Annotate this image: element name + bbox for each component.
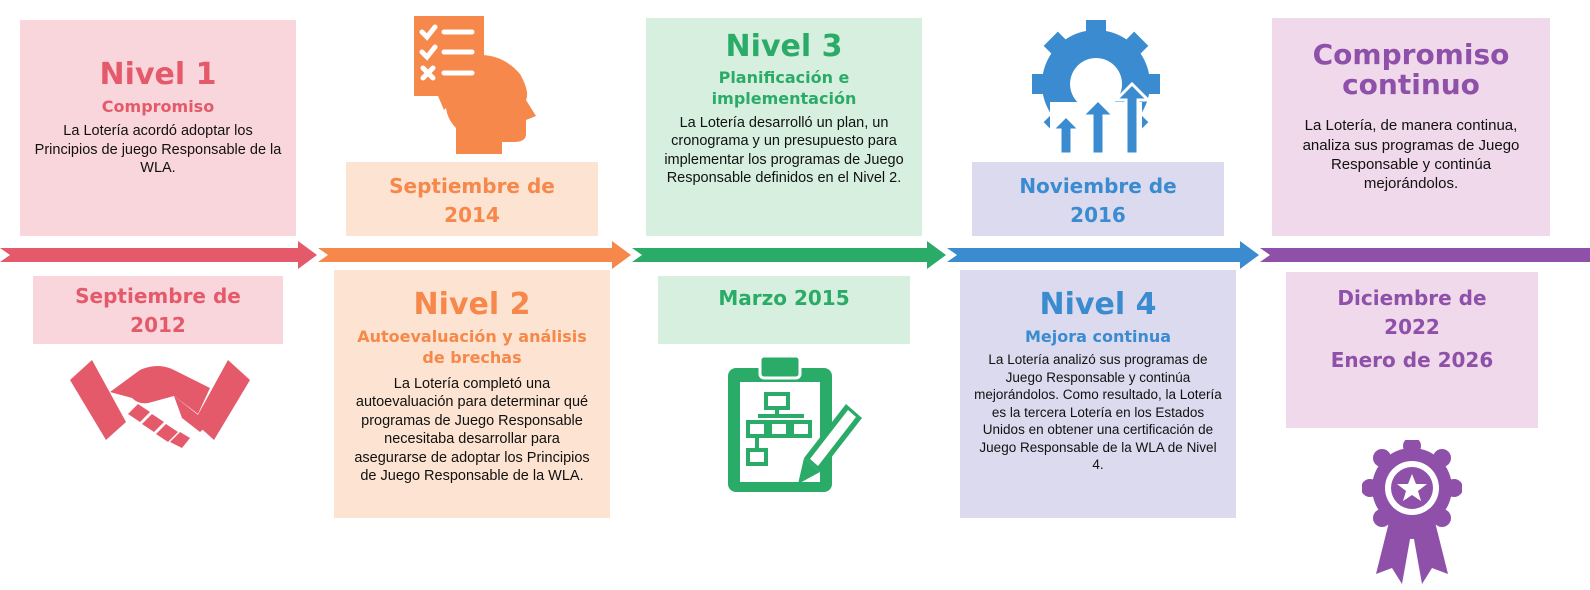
level4-title: Nivel 4 xyxy=(1039,287,1157,322)
level2-text: La Lotería completó una autoevaluación p… xyxy=(354,375,590,485)
level4-text: La Lotería analizó sus programas de Jueg… xyxy=(974,352,1222,473)
level4-date: Noviembre de 2016 xyxy=(972,162,1224,236)
level1-subtitle: Compromiso xyxy=(101,97,215,116)
timeline-arrow-purple xyxy=(1260,248,1590,262)
level5-text: La Lotería, de manera continua, analiza … xyxy=(1302,117,1520,193)
level5-dates: Diciembre de 2022 Enero de 2026 xyxy=(1286,272,1538,428)
level3-subtitle: Planificación e implementación xyxy=(711,68,857,108)
clipboard-plan-icon xyxy=(728,354,862,492)
gear-arrows-icon xyxy=(1032,20,1160,154)
level2-card: Nivel 2 Autoevaluación y análisis de bre… xyxy=(334,270,610,518)
level1-title: Nivel 1 xyxy=(99,57,217,92)
level3-card: Nivel 3 Planificación e implementación L… xyxy=(646,18,922,236)
level1-card: Nivel 1 Compromiso La Lotería acordó ado… xyxy=(20,20,296,236)
level5-date-1: Diciembre de 2022 xyxy=(1337,286,1487,339)
level3-date: Marzo 2015 xyxy=(658,276,910,344)
level3-title: Nivel 3 xyxy=(725,29,843,64)
head-checklist-icon xyxy=(414,16,536,154)
level4-card: Nivel 4 Mejora continua La Lotería anali… xyxy=(960,270,1236,518)
level5-title: Compromiso continuo xyxy=(1312,38,1510,102)
level2-title: Nivel 2 xyxy=(413,287,531,322)
handshake-icon xyxy=(70,360,250,448)
level2-subtitle: Autoevaluación y análisis de brechas xyxy=(357,327,587,367)
timeline-arrow-orange xyxy=(318,241,631,269)
level1-text: La Lotería acordó adoptar los Principios… xyxy=(34,123,282,177)
level3-text: La Lotería desarrolló un plan, un cronog… xyxy=(664,114,904,187)
level1-date: Septiembre de 2012 xyxy=(33,276,283,344)
timeline-arrow-red xyxy=(0,241,317,269)
timeline xyxy=(0,241,1590,269)
award-ribbon-icon xyxy=(1362,440,1462,584)
level4-subtitle: Mejora continua xyxy=(1024,327,1172,346)
timeline-arrow-blue xyxy=(947,241,1259,269)
level5-card: Compromiso continuo La Lotería, de maner… xyxy=(1272,18,1550,236)
timeline-arrow-green xyxy=(632,241,946,269)
level5-date-2: Enero de 2026 xyxy=(1330,348,1494,372)
level2-date: Septiembre de 2014 xyxy=(346,162,598,236)
